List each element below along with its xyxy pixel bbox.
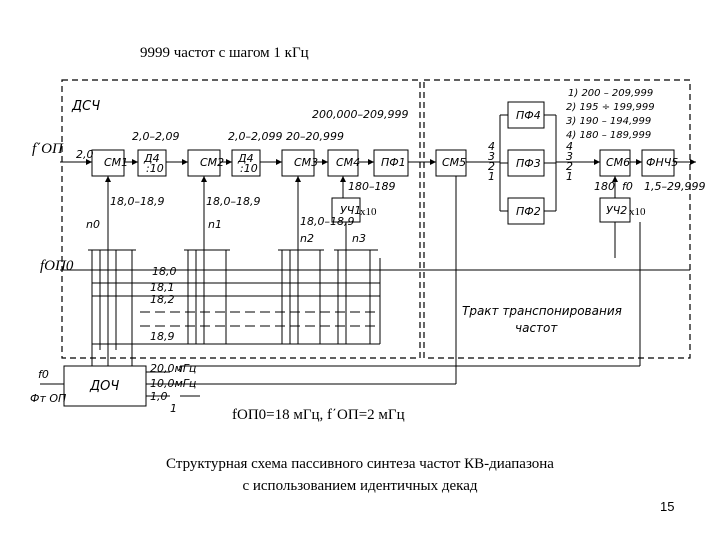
f-op0-label: fОП0 xyxy=(40,258,74,274)
switch-group-n2 xyxy=(278,249,324,344)
svg-text:2) 195 ÷ 199,999: 2) 195 ÷ 199,999 xyxy=(566,102,655,113)
svg-text:4: 4 xyxy=(566,140,573,153)
svg-text:18,2: 18,2 xyxy=(150,293,175,306)
svg-text:СМ2: СМ2 xyxy=(200,156,224,169)
diagram-heading: 9999 частот с шагом 1 кГц xyxy=(140,45,309,61)
multiplier-x10-label-2: x10 xyxy=(629,206,646,218)
svg-text:ПФ2: ПФ2 xyxy=(516,205,541,218)
block-fnch5 xyxy=(641,149,675,177)
svg-text:n3: n3 xyxy=(352,232,366,245)
svg-text:1,0: 1,0 xyxy=(150,390,168,403)
svg-text:180: 180 xyxy=(594,180,615,193)
svg-text:1: 1 xyxy=(488,170,495,183)
block-pf1 xyxy=(373,149,409,177)
svg-text:200,000–209,999: 200,000–209,999 xyxy=(312,108,408,121)
svg-text:18,9: 18,9 xyxy=(150,330,175,343)
svg-text:СМ6: СМ6 xyxy=(606,156,630,169)
svg-text:Д4: Д4 xyxy=(143,152,160,165)
svg-text:20–20,999: 20–20,999 xyxy=(286,130,344,143)
svg-text:СМ3: СМ3 xyxy=(294,156,318,169)
svg-text:18,0–18,9: 18,0–18,9 xyxy=(110,195,164,208)
svg-text:18,0: 18,0 xyxy=(152,265,177,278)
svg-text:СМ5: СМ5 xyxy=(442,156,466,169)
svg-text:18,0–18,9: 18,0–18,9 xyxy=(300,215,354,228)
tract-label-2: частот xyxy=(515,321,558,335)
svg-text:УЧ2: УЧ2 xyxy=(606,204,627,217)
page-number: 15 xyxy=(660,499,675,514)
transposition-frame xyxy=(423,79,691,359)
svg-text:ФНЧ5: ФНЧ5 xyxy=(646,156,678,169)
svg-text:10,0мГц: 10,0мГц xyxy=(150,377,196,390)
svg-text:f0: f0 xyxy=(38,368,49,381)
frequency-formula: fОП0=18 мГц, f΄ОП=2 мГц xyxy=(232,407,405,423)
svg-text:18,1: 18,1 xyxy=(150,281,175,294)
svg-text:4) 180 – 189,999: 4) 180 – 189,999 xyxy=(566,130,651,141)
svg-text:3) 190 – 194,999: 3) 190 – 194,999 xyxy=(566,116,651,127)
svg-text:Д4: Д4 xyxy=(237,152,254,165)
svg-text:2,0–2,09: 2,0–2,09 xyxy=(132,130,180,143)
svg-text:1) 200 – 209,999: 1) 200 – 209,999 xyxy=(568,88,653,99)
caption-line-2: с использованием идентичных декад xyxy=(242,478,478,494)
svg-text:180–189: 180–189 xyxy=(348,180,396,193)
block-d4-1 xyxy=(137,149,167,177)
svg-text:ДОЧ: ДОЧ xyxy=(89,379,119,394)
svg-text:СМ4: СМ4 xyxy=(336,156,360,169)
svg-text:1: 1 xyxy=(170,402,177,415)
tract-label-1: Тракт транспонирования xyxy=(462,304,622,318)
svg-text:2: 2 xyxy=(488,160,495,173)
svg-text:3: 3 xyxy=(488,150,495,163)
svg-text:ПФ3: ПФ3 xyxy=(516,157,541,170)
switch-group-n3 xyxy=(334,249,378,344)
svg-text:Фт ОП: Фт ОП xyxy=(30,392,66,405)
svg-text:3: 3 xyxy=(566,150,573,163)
svg-text:2,0–2,099: 2,0–2,099 xyxy=(228,130,282,143)
svg-text:4: 4 xyxy=(488,140,495,153)
multiplier-x10-label-1: x10 xyxy=(360,206,377,218)
f-op-label: f΄ОП xyxy=(32,141,63,157)
switch-group-n1 xyxy=(184,249,230,344)
svg-text:ПФ1: ПФ1 xyxy=(381,156,406,169)
block-doch xyxy=(63,365,147,407)
dsch-label: ДСЧ xyxy=(71,99,100,114)
dsch-frame xyxy=(61,79,421,359)
svg-text:n1: n1 xyxy=(208,218,222,231)
svg-text:СМ1: СМ1 xyxy=(104,156,128,169)
svg-text:18,0–18,9: 18,0–18,9 xyxy=(206,195,260,208)
svg-text:f0: f0 xyxy=(622,180,633,193)
svg-text:ПФ4: ПФ4 xyxy=(516,109,541,122)
svg-text:20,0мГц: 20,0мГц xyxy=(150,362,196,375)
svg-text:2: 2 xyxy=(566,160,573,173)
block-d4-2 xyxy=(231,149,261,177)
svg-text:1,5–29,999: 1,5–29,999 xyxy=(644,180,705,193)
block-sm5 xyxy=(435,149,467,177)
svg-text::10: :10 xyxy=(146,162,164,175)
svg-text:2,0: 2,0 xyxy=(76,148,94,161)
caption-line-1: Структурная схема пассивного синтеза час… xyxy=(166,456,554,472)
svg-text:n0: n0 xyxy=(86,218,100,231)
switch-group-n0 xyxy=(88,249,136,350)
svg-text::10: :10 xyxy=(240,162,258,175)
svg-text:УЧ1: УЧ1 xyxy=(340,204,361,217)
svg-text:1: 1 xyxy=(566,170,573,183)
svg-text:n2: n2 xyxy=(300,232,314,245)
